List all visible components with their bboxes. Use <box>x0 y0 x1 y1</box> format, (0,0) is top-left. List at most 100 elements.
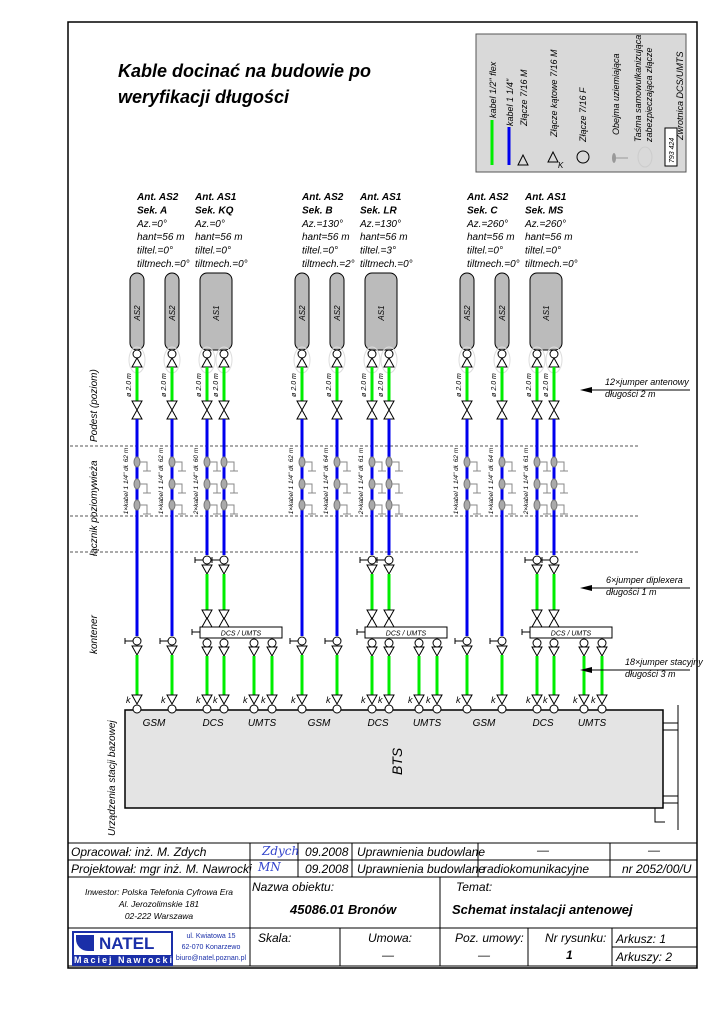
natel-logo: NATEL <box>72 931 173 957</box>
ground-icon <box>175 461 186 472</box>
position-label: Poz. umowy: <box>455 931 524 945</box>
ground-icon <box>227 461 238 472</box>
angle-connector-mark: k <box>326 695 331 705</box>
connector-m-icon <box>531 646 543 658</box>
ground-clamp-icon <box>333 478 341 490</box>
connector-m-icon <box>383 400 395 412</box>
connector-f-icon <box>367 349 377 359</box>
connector-m-icon <box>531 564 543 576</box>
ground-clamp-icon <box>498 478 506 490</box>
connector-m-icon <box>548 646 560 658</box>
connector-f-icon <box>414 704 424 714</box>
connector-m-icon <box>248 646 260 658</box>
connector-m-icon <box>131 400 143 412</box>
ground-clamp-icon <box>533 456 541 468</box>
connector-f-icon <box>414 638 424 648</box>
logo-text: NATEL <box>99 934 155 953</box>
arrow-left-icon <box>580 667 592 673</box>
cable-label: 1×kabel 1 1/4" dł. 62 m <box>158 447 165 514</box>
connector-f-icon <box>597 638 607 648</box>
diplexer-label: DCS / UMTS <box>221 631 262 638</box>
jumper-length-label: ø 2.0 m <box>361 373 368 397</box>
connector-m-icon <box>296 694 308 706</box>
jumper-length-label: ø 2.0 m <box>543 373 550 397</box>
connector-m-icon <box>331 400 343 412</box>
connector-f-icon <box>549 555 559 565</box>
position-value: — <box>478 948 490 962</box>
connector-m-icon <box>201 564 213 576</box>
connector-m-icon <box>166 645 178 657</box>
connector-f-icon <box>384 555 394 565</box>
connector-f-icon <box>219 555 229 565</box>
sheet-number: Arkusz: 1 <box>616 932 667 946</box>
date-1: 09.2008 <box>305 845 349 859</box>
logo-sub: Maciej Nawrocki <box>74 955 175 965</box>
title-line-1: Kable docinać na budowie po <box>118 61 371 81</box>
antenna-spec-line: tiltmech.=0° <box>360 259 413 270</box>
ground-icon <box>557 461 568 472</box>
antenna-spec-line: tiltmech.=0° <box>137 259 190 270</box>
connector-m-icon <box>431 694 443 706</box>
note-text: 18×jumper stacyjny <box>625 657 703 667</box>
ground-clamp-icon <box>203 499 211 511</box>
cable-label: 2×kabel 1 1/4" dł. 61 m <box>523 447 530 515</box>
jumper-length-label: ø 2.0 m <box>491 373 498 397</box>
connector-m-icon <box>496 408 508 420</box>
address-city: 62-070 Konarzewo <box>181 944 241 951</box>
legend: kabel 1/2" flex kabel 1 1/4" Złącze 7/16… <box>475 33 687 173</box>
ground-tap-icon <box>489 638 498 644</box>
jumper-length-label: ø 2.0 m <box>291 373 298 397</box>
connector-m-icon <box>296 356 308 368</box>
antenna-spec-line: hant=56 m <box>302 232 350 243</box>
antenna-spec-line: tiltmech.=0° <box>525 259 578 270</box>
ground-icon <box>340 504 351 515</box>
connector-m-icon <box>266 646 278 658</box>
connector-f-icon <box>132 704 142 714</box>
antenna-as1 <box>199 272 233 351</box>
angle-connector-mark: k <box>591 695 596 705</box>
ground-icon <box>392 461 403 472</box>
contract-value: — <box>382 948 394 962</box>
connector-m-icon <box>201 616 213 628</box>
jumper-length-label: ø 2.0 m <box>196 373 203 397</box>
connector-f-icon <box>497 636 507 646</box>
connector-m-icon <box>296 408 308 420</box>
cable-label: 2×kabel 1 1/4" dł. 60 m <box>193 447 200 515</box>
section-tower: wieża <box>89 460 100 486</box>
connector-f-icon <box>367 638 377 648</box>
connector-f-icon <box>549 349 559 359</box>
connector-m-icon <box>166 356 178 368</box>
investor: Inwestor: Polska Telefonia Cyfrowa Era A… <box>68 886 250 922</box>
note-text: długości 2 m <box>605 389 656 399</box>
connector-f-icon <box>202 555 212 565</box>
ground-icon <box>392 483 403 494</box>
antenna-spec-line: tiltel.=0° <box>195 246 231 257</box>
object-label: Nazwa obiektu: <box>252 880 335 894</box>
prepared-by: Opracował: inż. M. Zdych <box>71 845 207 859</box>
ground-clamp-icon <box>333 456 341 468</box>
antenna-label: AS1 <box>542 305 551 321</box>
bts-port-label: UMTS <box>578 718 607 729</box>
scale-label: Skala: <box>258 931 292 945</box>
connector-m-icon <box>548 400 560 412</box>
antenna-spec-line: Ant. AS2 <box>136 192 179 203</box>
permission-number: nr 2052/00/U <box>622 862 692 876</box>
bts-port-label: DCS <box>367 718 388 729</box>
sheet-count: Arkuszy: 2 <box>616 950 673 964</box>
antenna-spec-line: tiltel.=0° <box>137 246 173 257</box>
diplexer-label: DCS / UMTS <box>551 631 592 638</box>
ground-tap-icon <box>541 557 550 563</box>
connector-m-icon <box>296 645 308 657</box>
antenna-spec-line: tiltmech.=0° <box>195 259 248 270</box>
connector-f-icon <box>249 704 259 714</box>
angle-connector-mark: k <box>426 695 431 705</box>
legend-box <box>475 33 687 173</box>
connector-m-icon <box>496 645 508 657</box>
connector-f-icon <box>219 638 229 648</box>
connector-m-icon <box>201 646 213 658</box>
angle-connector-mark: k <box>213 695 218 705</box>
connector-m-icon <box>218 356 230 368</box>
ground-icon <box>340 461 351 472</box>
investor-name: Inwestor: Polska Telefonia Cyfrowa Era <box>84 887 234 897</box>
ground-icon <box>375 461 386 472</box>
